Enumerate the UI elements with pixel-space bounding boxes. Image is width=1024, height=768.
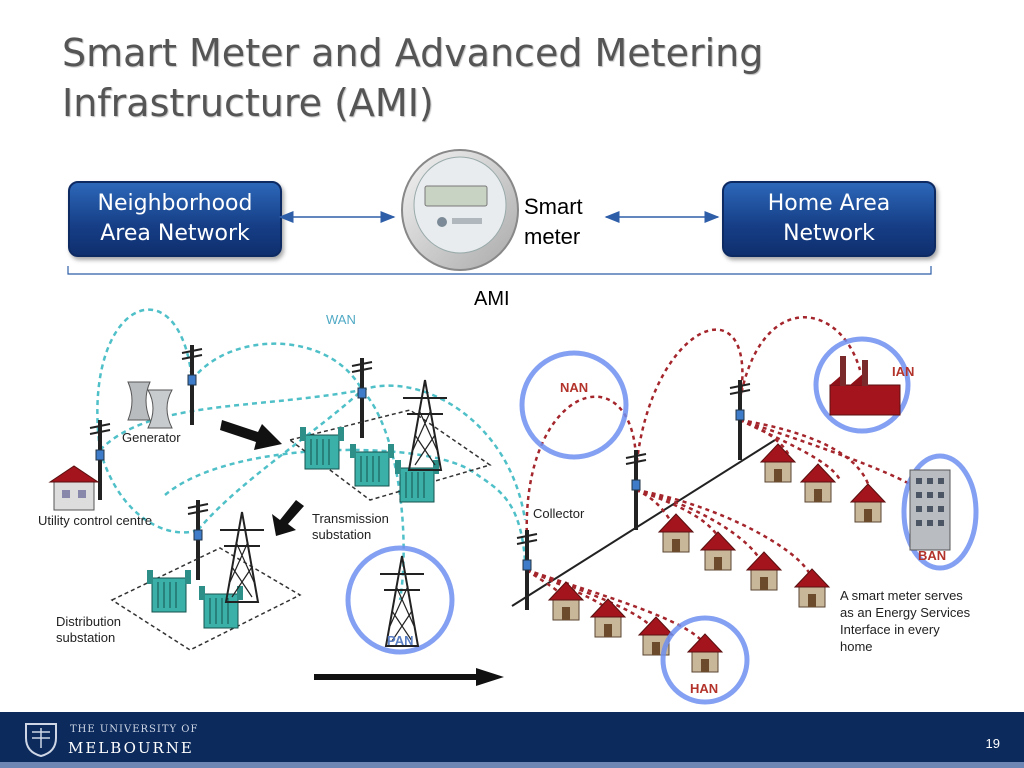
transformer-5 (198, 585, 244, 629)
university-crest-icon (25, 723, 57, 758)
generator-icon (127, 381, 173, 429)
nan-pole-2 (624, 448, 648, 532)
han-label: HAN (690, 681, 718, 696)
collector-label: Collector (533, 506, 585, 521)
home-6 (746, 551, 782, 591)
note-line3: Interface in every (840, 622, 940, 637)
note-line2: as an Energy Services (840, 605, 971, 620)
home-7 (794, 568, 830, 608)
wan-label: WAN (326, 312, 356, 327)
transformer-4 (146, 569, 192, 613)
ami-diagram: Generator Utility control centre WAN Tra… (38, 149, 979, 705)
flow-arrow-2 (272, 500, 304, 536)
ami-bracket (67, 266, 932, 275)
note-line1: A smart meter serves (840, 588, 963, 603)
home-3 (850, 483, 886, 523)
ian-ring (813, 336, 911, 434)
home-2 (800, 463, 836, 503)
wan-pole-4 (186, 498, 210, 582)
pan-ring (345, 545, 455, 655)
ian-label: IAN (892, 364, 914, 379)
factory-icon (829, 356, 901, 416)
distribution-label-line1: Distribution (56, 614, 121, 629)
transformer-1 (299, 426, 345, 470)
distribution-substation-area (110, 547, 302, 651)
flow-arrow-3-head (476, 668, 504, 686)
wan-links (96, 308, 527, 601)
slide-title: Smart Meter and Advanced Metering Infras… (62, 31, 764, 125)
home-5 (700, 531, 736, 571)
ami-label: AMI (474, 288, 510, 310)
nan-label: NAN (560, 380, 588, 395)
nan-ring (519, 350, 629, 460)
footer-stripe (0, 762, 1024, 768)
footer-bar: THE UNIVERSITY OF MELBOURNE 19 (0, 712, 1024, 768)
university-name-line1: THE UNIVERSITY OF (70, 724, 199, 735)
neighborhood-area-network-label: Neighborhood Area Network (97, 191, 253, 246)
transmission-tower-1 (402, 379, 448, 471)
transmission-label-line1: Transmission (312, 511, 389, 526)
utility-label: Utility control centre (38, 513, 152, 528)
generator-label: Generator (122, 430, 181, 445)
university-name-line2: MELBOURNE (68, 739, 194, 757)
home-4 (658, 513, 694, 553)
note-line4: home (840, 639, 873, 654)
home-1 (760, 443, 796, 483)
han-home (687, 633, 723, 673)
nan-pole-3 (728, 378, 752, 462)
page-number: 19 (985, 736, 1000, 751)
distribution-line (511, 439, 776, 607)
pan-label: PAN (387, 633, 413, 648)
transmission-label-line2: substation (312, 527, 371, 542)
han-ring (660, 615, 750, 705)
transmission-substation-area (288, 409, 492, 501)
utility-building-icon (48, 465, 100, 511)
home-9 (590, 598, 626, 638)
collector-pole (515, 528, 539, 612)
ban-label: BAN (918, 548, 946, 563)
transformer-3 (394, 459, 440, 503)
home-area-network-label: Home Area Network (767, 191, 891, 246)
home-area-network-box[interactable]: Home Area Network (722, 181, 936, 257)
office-building-icon (909, 469, 951, 551)
distribution-label-line2: substation (56, 630, 115, 645)
ban-ring (901, 453, 979, 571)
neighborhood-area-network-box[interactable]: Neighborhood Area Network (68, 181, 282, 257)
smart-meter-image (401, 149, 519, 271)
flow-arrow-1 (220, 420, 282, 450)
smart-meter-label: Smart meter (524, 194, 583, 249)
